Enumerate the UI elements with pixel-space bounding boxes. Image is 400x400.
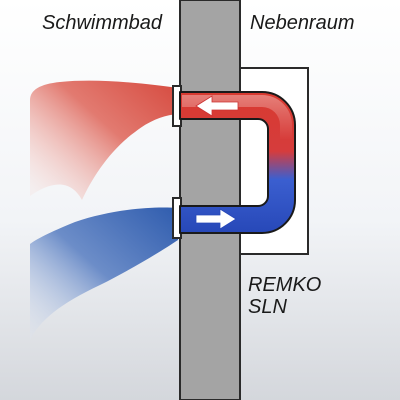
wall	[179, 0, 241, 400]
intake-arrow	[195, 95, 239, 117]
device-brand-label: REMKO	[248, 274, 322, 296]
warm-air-plume	[30, 80, 178, 200]
cold-air-plume	[30, 207, 178, 340]
adjacent-room-label: Nebenraum	[250, 12, 355, 34]
pool-room-label: Schwimmbad	[42, 12, 163, 34]
device-model-label: SLN	[248, 296, 287, 318]
outlet-arrow	[195, 208, 237, 230]
